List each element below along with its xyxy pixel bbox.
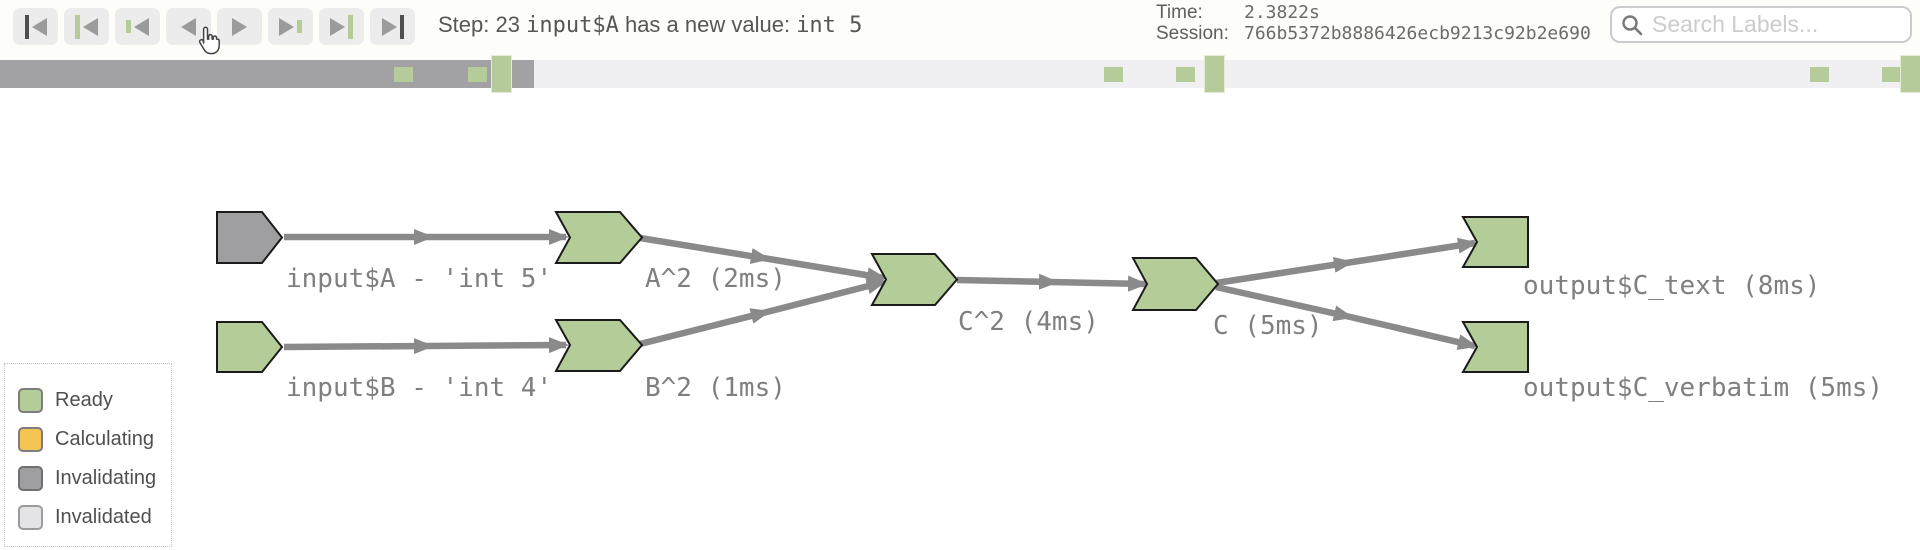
legend-item-invalidating: Invalidating bbox=[18, 466, 171, 491]
node-label-input-A: input$A - 'int 5' bbox=[286, 264, 552, 294]
edge-B2-C2 bbox=[639, 278, 887, 348]
left-triangle-icon bbox=[134, 17, 149, 36]
left-triangle-icon bbox=[181, 17, 196, 36]
timeline-mark bbox=[394, 67, 413, 82]
node-label-output-C-text: output$C_text (8ms) bbox=[1523, 271, 1820, 301]
node-label-C: C (5ms) bbox=[1213, 311, 1323, 341]
legend: Ready Calculating Invalidating Invalidat… bbox=[4, 363, 172, 547]
timeline-mark-tall bbox=[1900, 55, 1920, 93]
timeline-mark bbox=[468, 67, 487, 82]
step-forward-button[interactable] bbox=[217, 8, 262, 45]
time-label: Time: bbox=[1156, 2, 1203, 23]
hand-cursor-icon bbox=[198, 26, 220, 55]
search-box bbox=[1610, 6, 1912, 43]
next-session-button[interactable] bbox=[319, 8, 364, 45]
legend-label: Invalidating bbox=[55, 467, 157, 489]
step-message: has a new value: bbox=[624, 12, 791, 37]
toolbar: Step: 23 input$A has a new value: int 5 … bbox=[0, 0, 1920, 60]
right-triangle-icon bbox=[381, 17, 397, 36]
session-info: Time: 2.3822s Session: 766b5372b8886426e… bbox=[1156, 2, 1591, 44]
step-subject: input$A bbox=[526, 13, 619, 38]
session-mark-icon bbox=[348, 14, 353, 39]
timeline-mark bbox=[1104, 67, 1123, 82]
timeline-mark bbox=[1882, 67, 1901, 82]
legend-label: Invalidated bbox=[55, 506, 152, 528]
timeline-mark-tall bbox=[491, 55, 512, 93]
invalidated-swatch-icon bbox=[18, 505, 43, 530]
step-label: Step: bbox=[438, 12, 490, 37]
node-B2[interactable] bbox=[554, 319, 644, 372]
timeline-mark bbox=[1810, 67, 1829, 82]
legend-label: Calculating bbox=[55, 428, 154, 450]
start-bar-icon bbox=[24, 14, 29, 39]
right-triangle-icon bbox=[232, 17, 247, 36]
session-label: Session: bbox=[1156, 23, 1229, 44]
edge-C2-C bbox=[956, 273, 1148, 292]
previous-session-button[interactable] bbox=[64, 8, 109, 45]
node-label-B2: B^2 (1ms) bbox=[645, 373, 786, 403]
edge-A2-C2 bbox=[639, 234, 887, 284]
node-label-A2: A^2 (2ms) bbox=[645, 264, 786, 294]
left-triangle-icon bbox=[83, 17, 98, 36]
session-mark-icon bbox=[75, 14, 80, 39]
node-output-C-verbatim[interactable] bbox=[1461, 321, 1529, 373]
step-mark-icon bbox=[297, 20, 302, 33]
timeline-mark-tall bbox=[1204, 55, 1225, 93]
search-icon bbox=[1622, 14, 1643, 35]
left-triangle-icon bbox=[31, 17, 47, 36]
edge-C-outputCtext bbox=[1215, 237, 1478, 287]
edge-inputB-B2 bbox=[283, 337, 569, 355]
right-triangle-icon bbox=[330, 17, 345, 36]
jump-to-start-button[interactable] bbox=[13, 8, 58, 45]
jump-to-end-button[interactable] bbox=[370, 8, 415, 45]
node-A2[interactable] bbox=[554, 211, 644, 264]
node-C[interactable] bbox=[1131, 257, 1220, 311]
session-value: 766b5372b8886426ecb9213c92b2e690 bbox=[1244, 23, 1591, 44]
node-input-A[interactable] bbox=[216, 211, 284, 264]
right-triangle-icon bbox=[279, 17, 294, 36]
node-label-output-C-verbatim: output$C_verbatim (5ms) bbox=[1523, 373, 1883, 403]
legend-item-ready: Ready bbox=[18, 388, 171, 413]
end-bar-icon bbox=[399, 14, 404, 39]
legend-item-invalidated: Invalidated bbox=[18, 505, 171, 530]
search-input[interactable] bbox=[1650, 10, 1902, 39]
legend-item-calculating: Calculating bbox=[18, 427, 171, 452]
timeline-track[interactable] bbox=[0, 55, 1920, 93]
legend-label: Ready bbox=[55, 389, 113, 411]
step-value: int 5 bbox=[796, 13, 863, 38]
ready-swatch-icon bbox=[18, 388, 43, 413]
time-value: 2.3822s bbox=[1244, 2, 1320, 23]
timeline-mark bbox=[1176, 67, 1195, 82]
node-label-input-B: input$B - 'int 4' bbox=[286, 373, 552, 403]
timeline-progress-fill bbox=[0, 60, 534, 88]
node-output-C-text[interactable] bbox=[1461, 216, 1529, 268]
next-mark-button[interactable] bbox=[268, 8, 313, 45]
step-mark-icon bbox=[126, 20, 131, 33]
step-number: 23 bbox=[495, 12, 520, 37]
previous-mark-button[interactable] bbox=[115, 8, 160, 45]
step-status: Step: 23 input$A has a new value: int 5 bbox=[438, 12, 862, 38]
invalidating-swatch-icon bbox=[18, 466, 43, 491]
edge-C-outputCverbatim bbox=[1215, 283, 1478, 350]
calculating-swatch-icon bbox=[18, 427, 43, 452]
node-label-C2: C^2 (4ms) bbox=[958, 307, 1099, 337]
node-input-B[interactable] bbox=[216, 321, 284, 373]
node-C2[interactable] bbox=[870, 253, 959, 306]
